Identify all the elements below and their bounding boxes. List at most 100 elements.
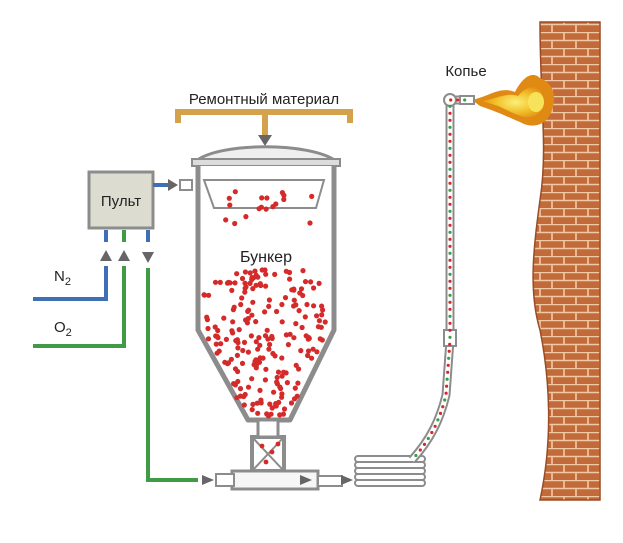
particle <box>288 400 295 406</box>
particle <box>274 374 280 381</box>
particle <box>456 98 460 102</box>
particle <box>269 449 275 455</box>
particle <box>448 286 452 290</box>
particle <box>274 308 280 315</box>
particle <box>239 295 245 301</box>
particle <box>234 352 240 358</box>
particle <box>448 300 452 304</box>
particle <box>250 299 256 305</box>
particle <box>266 303 272 309</box>
particle <box>441 405 445 409</box>
particle <box>205 336 212 342</box>
particle <box>253 282 259 288</box>
particle <box>448 272 452 276</box>
particle <box>281 369 287 375</box>
particle <box>448 258 452 262</box>
particle <box>256 206 262 212</box>
particle <box>201 292 207 298</box>
particle <box>448 104 452 108</box>
particle <box>279 319 285 325</box>
arrow-icon <box>118 250 130 261</box>
particle <box>279 301 285 308</box>
particle <box>319 337 325 343</box>
particle <box>204 317 210 323</box>
particle <box>445 384 449 388</box>
particle <box>253 272 259 278</box>
particle <box>448 167 452 171</box>
particle <box>264 195 270 201</box>
particle <box>256 335 262 341</box>
particle <box>272 271 278 277</box>
particle <box>237 393 243 399</box>
material-particles <box>201 189 335 485</box>
particle <box>314 313 320 319</box>
n2-label-main: N <box>54 268 65 285</box>
particle <box>279 355 285 361</box>
particle <box>294 393 300 399</box>
particle <box>253 319 259 325</box>
particle <box>272 353 278 359</box>
hose <box>408 93 475 464</box>
particle <box>221 315 227 321</box>
particle <box>448 314 452 318</box>
particle <box>264 327 270 333</box>
particle <box>243 214 249 220</box>
particle <box>448 209 452 213</box>
particle <box>262 377 268 383</box>
arrow-icon <box>100 250 112 261</box>
particle <box>319 303 325 309</box>
particle <box>446 370 450 374</box>
particle <box>268 411 274 417</box>
particle <box>235 345 241 351</box>
particle <box>281 406 288 412</box>
particle <box>234 337 240 343</box>
particle <box>262 309 268 315</box>
particle <box>259 443 265 449</box>
particle <box>289 287 295 293</box>
particle <box>254 400 260 406</box>
particle <box>241 402 247 408</box>
particle <box>225 279 232 285</box>
particle <box>300 268 306 274</box>
particle <box>259 267 265 273</box>
particle <box>240 347 246 354</box>
particle <box>247 270 253 276</box>
particle <box>263 283 269 289</box>
particle <box>295 380 301 386</box>
particle <box>271 389 277 395</box>
particle <box>433 424 437 428</box>
particle <box>248 333 254 339</box>
o2-label-main: O <box>54 319 66 336</box>
particle <box>266 297 272 303</box>
particle <box>263 271 269 277</box>
particle <box>269 333 275 340</box>
particle <box>277 412 283 418</box>
particle <box>249 376 255 382</box>
particle <box>265 336 271 342</box>
particle <box>311 285 317 291</box>
particle <box>231 304 237 310</box>
arrow-icon <box>168 179 178 191</box>
particle <box>267 341 273 348</box>
particle <box>205 325 211 332</box>
particle <box>250 286 256 292</box>
particle <box>206 292 212 298</box>
particle <box>245 349 251 355</box>
o2-label: O2 <box>54 319 72 339</box>
particle <box>228 356 234 362</box>
repair-material-pipe <box>175 109 353 135</box>
nitrogen-line <box>33 266 108 301</box>
particle <box>414 453 418 458</box>
particle <box>298 286 305 292</box>
particle <box>302 314 308 320</box>
particle <box>448 188 452 192</box>
arrow-icon <box>202 475 214 485</box>
particle <box>212 279 219 285</box>
particle <box>284 380 290 386</box>
particle <box>249 275 255 281</box>
hose-particles <box>414 98 467 458</box>
particle <box>302 279 309 285</box>
particle <box>263 459 269 465</box>
particle <box>448 132 452 136</box>
